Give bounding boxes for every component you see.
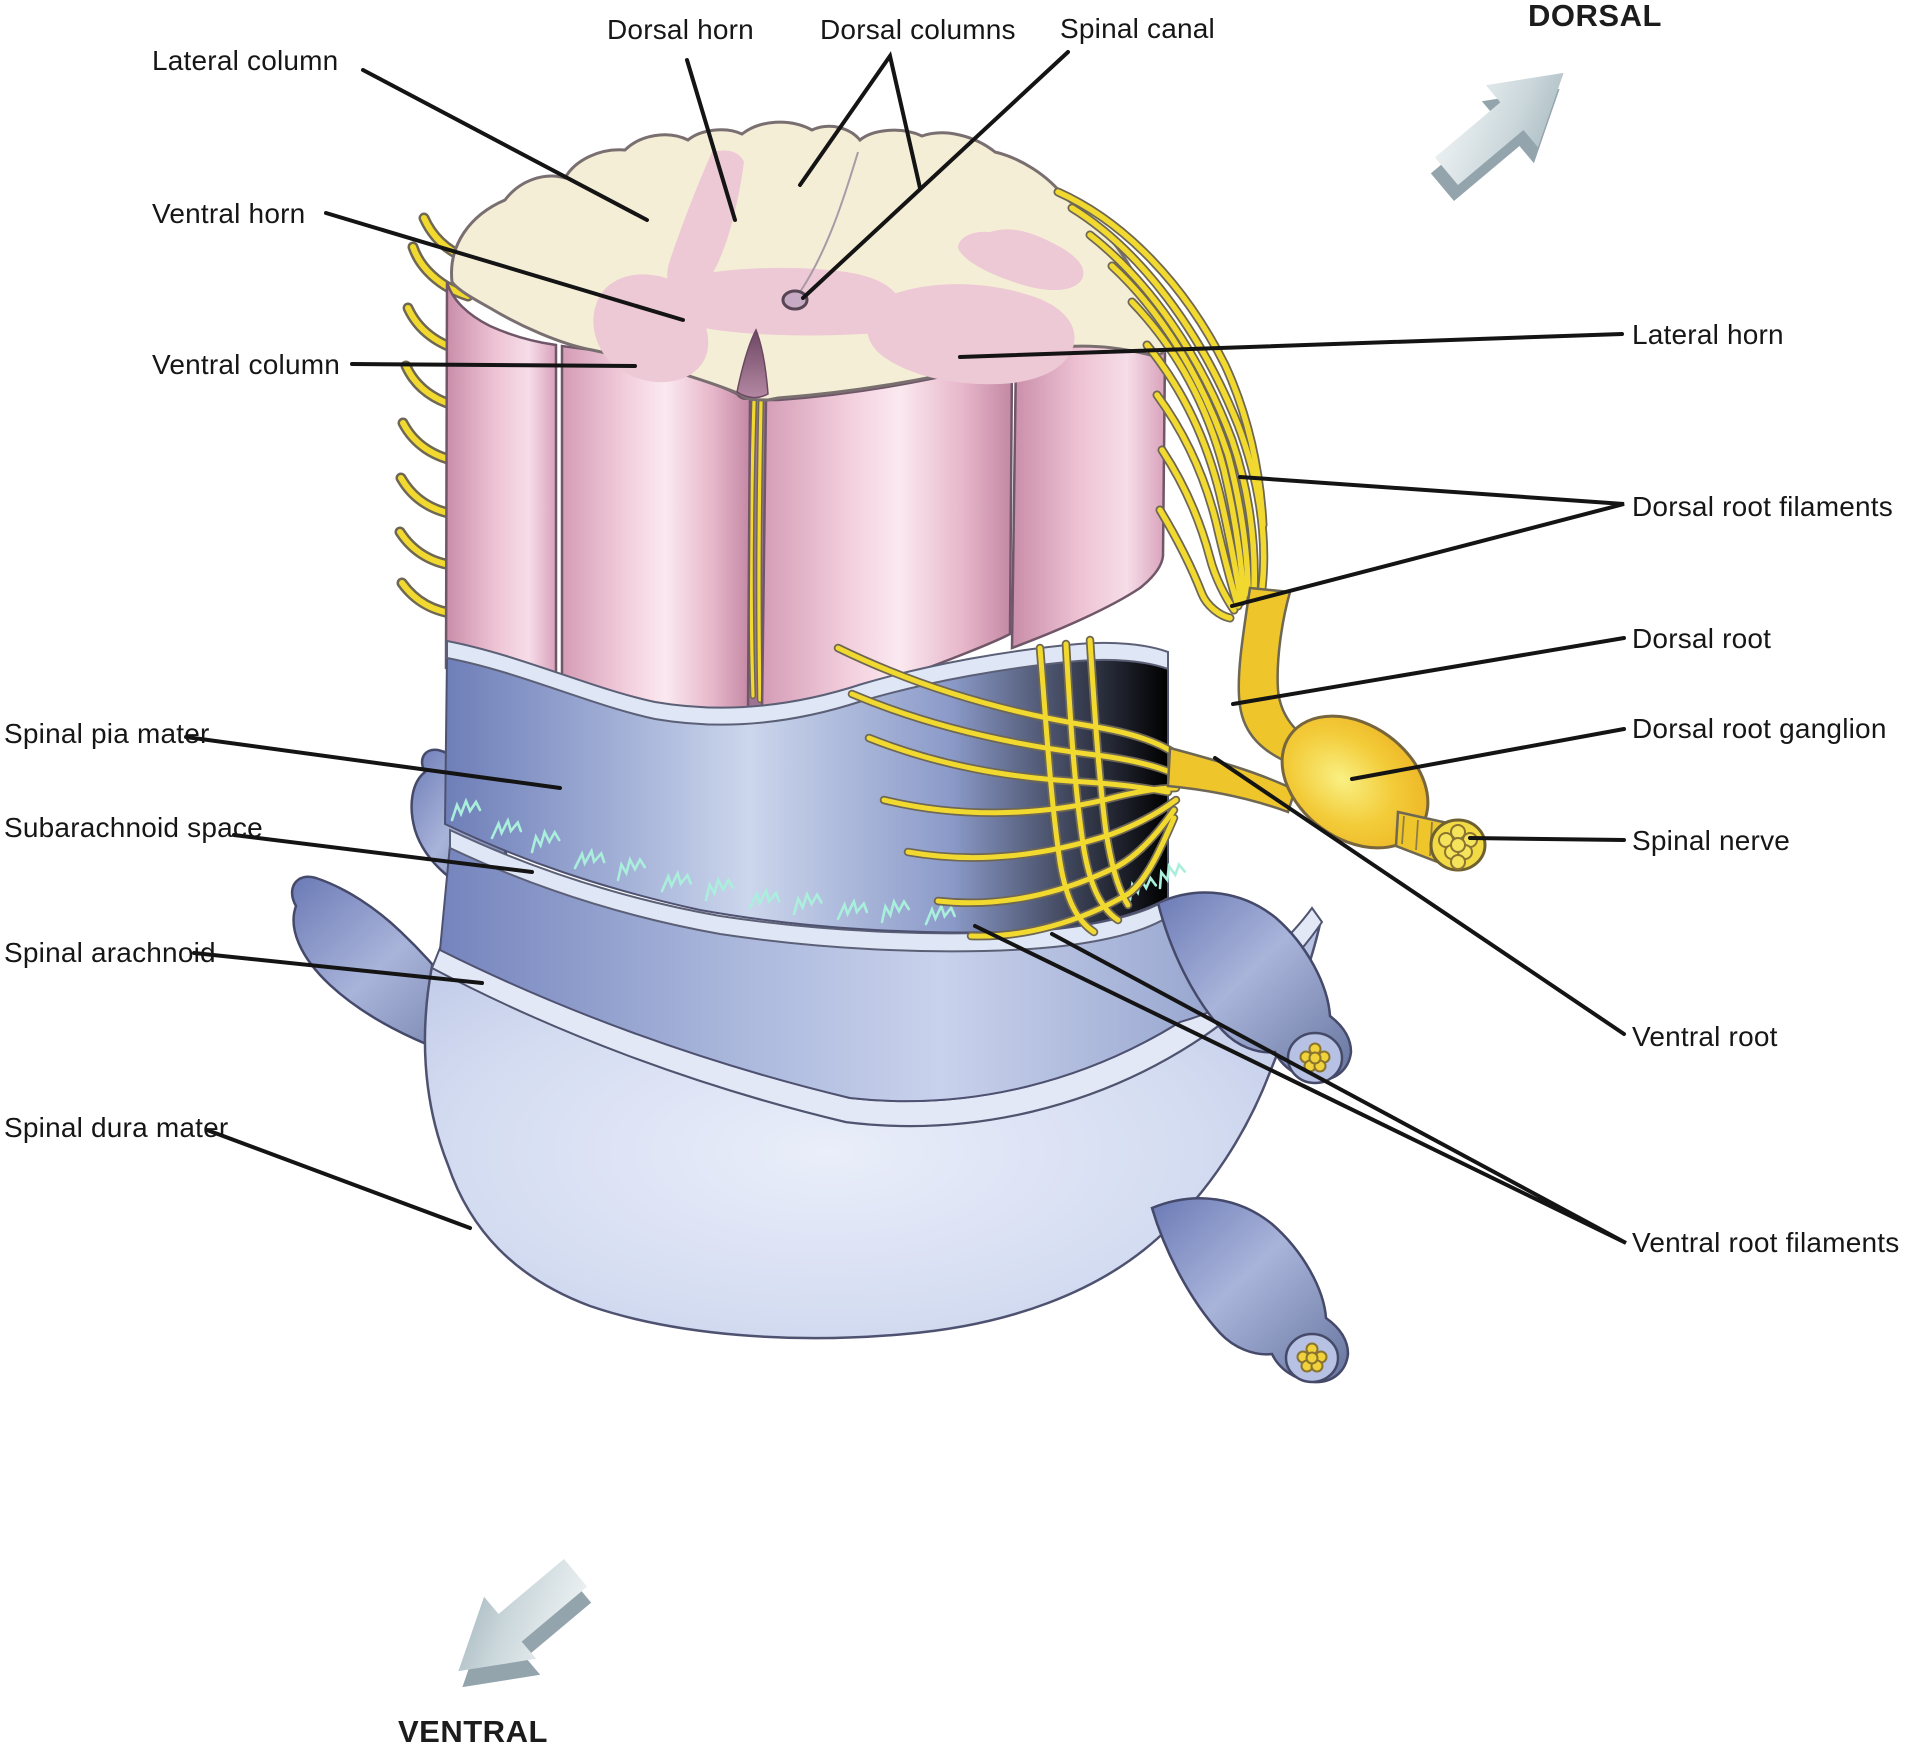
label-dorsal-root-filaments: Dorsal root filaments <box>1632 491 1893 522</box>
anterior-median-fissure <box>736 328 769 399</box>
label-ventral-root-filaments: Ventral root filaments <box>1632 1227 1900 1258</box>
label-ventral-horn: Ventral horn <box>152 198 306 229</box>
lower-sleeve-cut-fibers <box>1296 1342 1328 1373</box>
ventral-arrow-icon <box>458 1559 592 1688</box>
pia-rim <box>446 639 1169 726</box>
label-dorsal-horn: Dorsal horn <box>607 14 754 45</box>
label-ventral-direction: VENTRAL <box>398 1714 548 1749</box>
label-spinal-pia-mater: Spinal pia mater <box>4 718 210 749</box>
label-spinal-arachnoid: Spinal arachnoid <box>4 937 216 968</box>
posterior-median-sulcus <box>799 151 859 293</box>
dorsal-root-system <box>1053 187 1487 872</box>
label-subarachnoid-space: Subarachnoid space <box>4 812 263 843</box>
label-ventral-root: Ventral root <box>1632 1021 1778 1052</box>
label-ventral-column: Ventral column <box>152 349 341 380</box>
leader-lines <box>184 50 1627 1245</box>
upper-root-sleeve <box>1156 891 1353 1082</box>
label-spinal-dura-mater: Spinal dura mater <box>4 1112 229 1143</box>
ventral-root-band <box>1166 746 1297 814</box>
pia-mater <box>443 639 1169 934</box>
central-canal <box>781 289 809 311</box>
label-dorsal-direction: DORSAL <box>1528 0 1662 33</box>
label-dorsal-columns: Dorsal columns <box>820 14 1016 45</box>
label-lateral-column: Lateral column <box>152 45 339 76</box>
label-lateral-horn: Lateral horn <box>1632 319 1784 350</box>
label-spinal-canal: Spinal canal <box>1060 13 1215 44</box>
upper-sleeve-cut-fibers <box>1299 1042 1331 1073</box>
left-column <box>444 281 558 700</box>
ventral-root-filaments-graphic <box>833 635 1297 941</box>
right-column <box>1010 343 1167 650</box>
cord-cross-section <box>450 120 1168 402</box>
label-spinal-nerve: Spinal nerve <box>1632 825 1791 856</box>
dorsal-arrow-icon <box>1430 72 1564 201</box>
label-dorsal-root-ganglion: Dorsal root ganglion <box>1632 713 1887 744</box>
label-dorsal-root: Dorsal root <box>1632 623 1772 654</box>
front-left-column <box>560 344 752 720</box>
